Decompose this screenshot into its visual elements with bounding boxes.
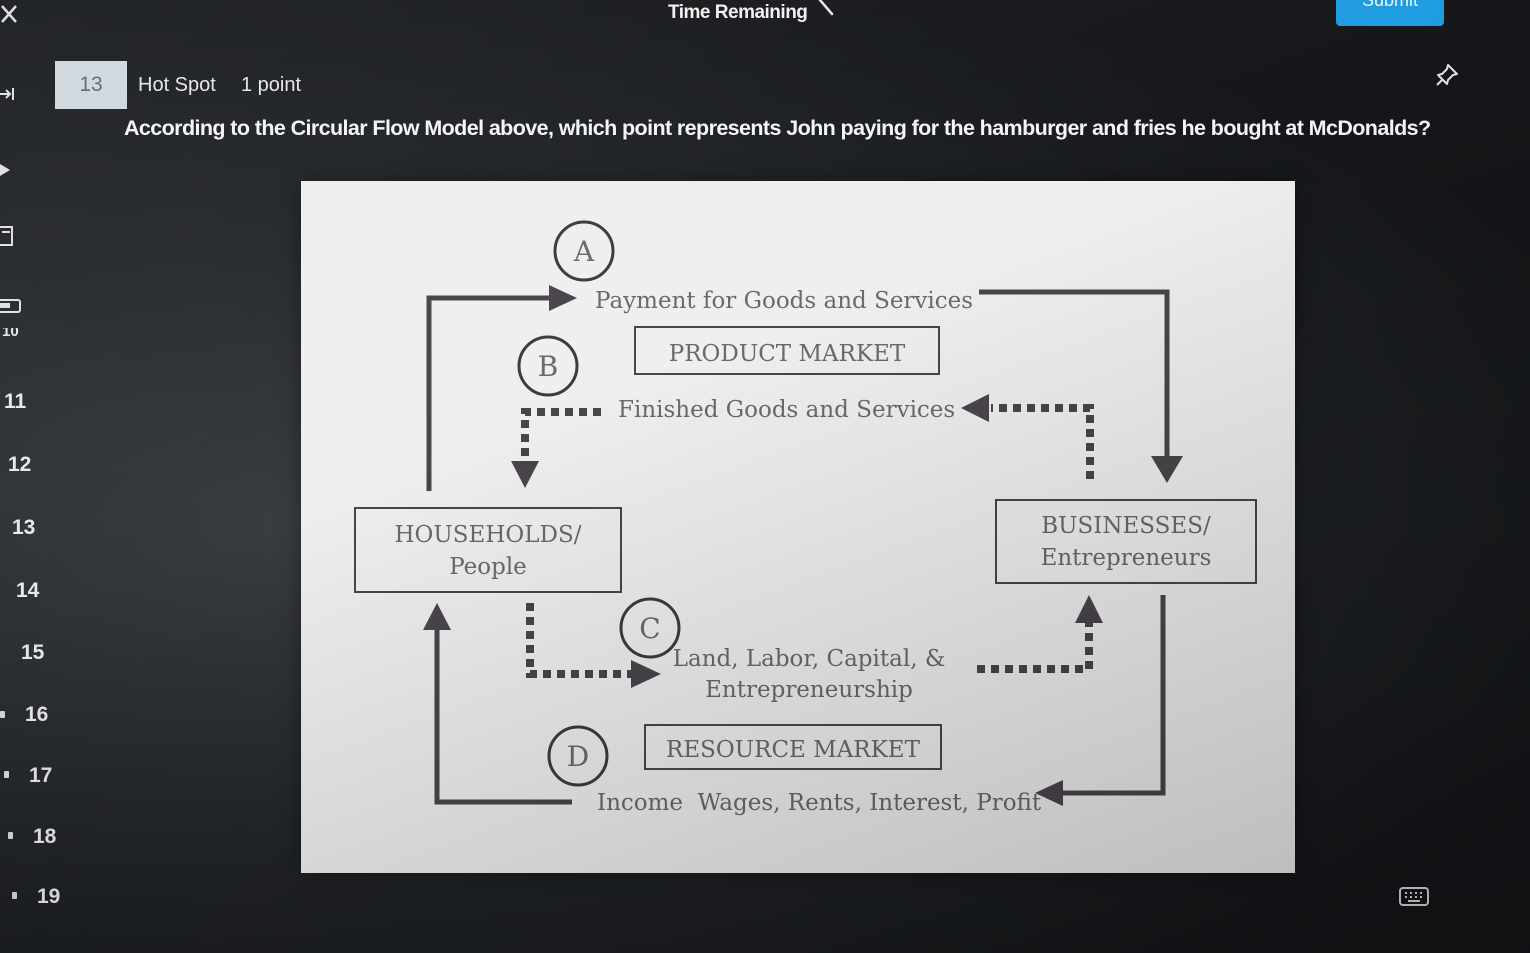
goods-to-households-dotted-line	[521, 408, 601, 463]
svg-text:B: B	[538, 350, 559, 383]
resources-flow-dotted-line	[526, 603, 633, 678]
nav-question-19[interactable]: 19	[37, 885, 61, 908]
keyboard-icon[interactable]	[1398, 884, 1430, 908]
nav-question-11[interactable]: 11	[4, 390, 27, 413]
notepad-icon[interactable]	[0, 224, 24, 248]
nav-question-12[interactable]: 12	[8, 453, 32, 476]
tools-icon[interactable]	[0, 2, 24, 26]
chevron-icon[interactable]	[818, 0, 838, 20]
resources-to-business-dotted-line	[977, 621, 1093, 673]
payment-flow-arrow	[426, 295, 556, 491]
hotspot-point-a[interactable]: A	[553, 220, 615, 282]
pin-icon[interactable]	[1434, 62, 1460, 88]
circular-flow-diagram[interactable]: A B C D Payment for Goods and Services P…	[301, 181, 1295, 873]
product-market-box: PRODUCT MARKET	[634, 326, 940, 375]
payment-to-business-arrowhead	[1151, 456, 1183, 483]
resources-label-line1: Land, Labor, Capital, &	[673, 646, 946, 672]
finished-goods-label: Finished Goods and Services	[618, 397, 955, 423]
resource-market-box: RESOURCE MARKET	[644, 724, 942, 770]
time-remaining-label: Time Remaining	[668, 2, 808, 23]
resources-flow-arrowhead	[631, 660, 661, 688]
hotspot-diagram[interactable]: A B C D Payment for Goods and Services P…	[301, 181, 1295, 873]
nav-question-18[interactable]: 18	[33, 825, 57, 848]
nav-flag-dot	[8, 832, 13, 839]
svg-text:D: D	[567, 740, 589, 773]
payment-to-business-line	[979, 289, 1170, 459]
goods-flow-arrowhead	[961, 394, 989, 422]
pointer-icon[interactable]	[0, 158, 24, 182]
income-to-households-arrowhead	[423, 603, 451, 630]
resources-label-line2: Entrepreneurship	[705, 677, 913, 703]
nav-flag-dot	[12, 892, 17, 899]
svg-text:Entrepreneurs: Entrepreneurs	[1041, 545, 1212, 571]
businesses-box: BUSINESSES/ Entrepreneurs	[995, 499, 1257, 584]
nav-question-10[interactable]: 10	[2, 328, 19, 340]
payment-label: Payment for Goods and Services	[595, 288, 973, 314]
question-number-badge: 13	[55, 61, 127, 109]
svg-text:BUSINESSES/: BUSINESSES/	[1041, 513, 1211, 539]
income-flow-line	[1063, 595, 1166, 796]
hotspot-point-b[interactable]: B	[517, 335, 579, 397]
nav-flag-dot	[0, 711, 5, 718]
households-box: HOUSEHOLDS/ People	[354, 507, 622, 593]
resources-to-business-arrowhead	[1075, 595, 1103, 623]
nav-question-13[interactable]: 13	[12, 516, 36, 539]
hotspot-point-d[interactable]: D	[547, 725, 609, 787]
nav-question-16[interactable]: 16	[25, 703, 49, 726]
income-label: Income Wages, Rents, Interest, Profit	[597, 790, 1042, 816]
svg-text:C: C	[639, 612, 660, 645]
nav-question-14[interactable]: 14	[16, 579, 40, 602]
svg-text:People: People	[449, 554, 527, 580]
income-to-households-line	[434, 627, 572, 805]
svg-text:HOUSEHOLDS/: HOUSEHOLDS/	[395, 522, 582, 548]
income-flow-arrowhead	[1035, 780, 1063, 806]
submit-button[interactable]: Submit	[1336, 0, 1444, 26]
question-points-label: 1 point	[241, 74, 302, 96]
svg-text:RESOURCE MARKET: RESOURCE MARKET	[666, 737, 921, 763]
goods-flow-dotted-line	[991, 404, 1094, 479]
nav-question-17[interactable]: 17	[29, 764, 53, 787]
highlighter-icon[interactable]	[0, 294, 24, 318]
goods-to-households-arrowhead	[511, 461, 539, 488]
payment-flow-arrowhead	[549, 285, 577, 311]
svg-text:PRODUCT MARKET: PRODUCT MARKET	[669, 341, 906, 367]
svg-text:A: A	[573, 235, 595, 268]
question-prompt: According to the Circular Flow Model abo…	[124, 116, 1431, 140]
nav-flag-dot	[4, 771, 9, 778]
hotspot-point-c[interactable]: C	[619, 597, 681, 659]
collapse-arrow-icon[interactable]	[0, 82, 24, 106]
nav-question-15[interactable]: 15	[21, 641, 45, 664]
question-type-label: Hot Spot	[138, 74, 216, 96]
